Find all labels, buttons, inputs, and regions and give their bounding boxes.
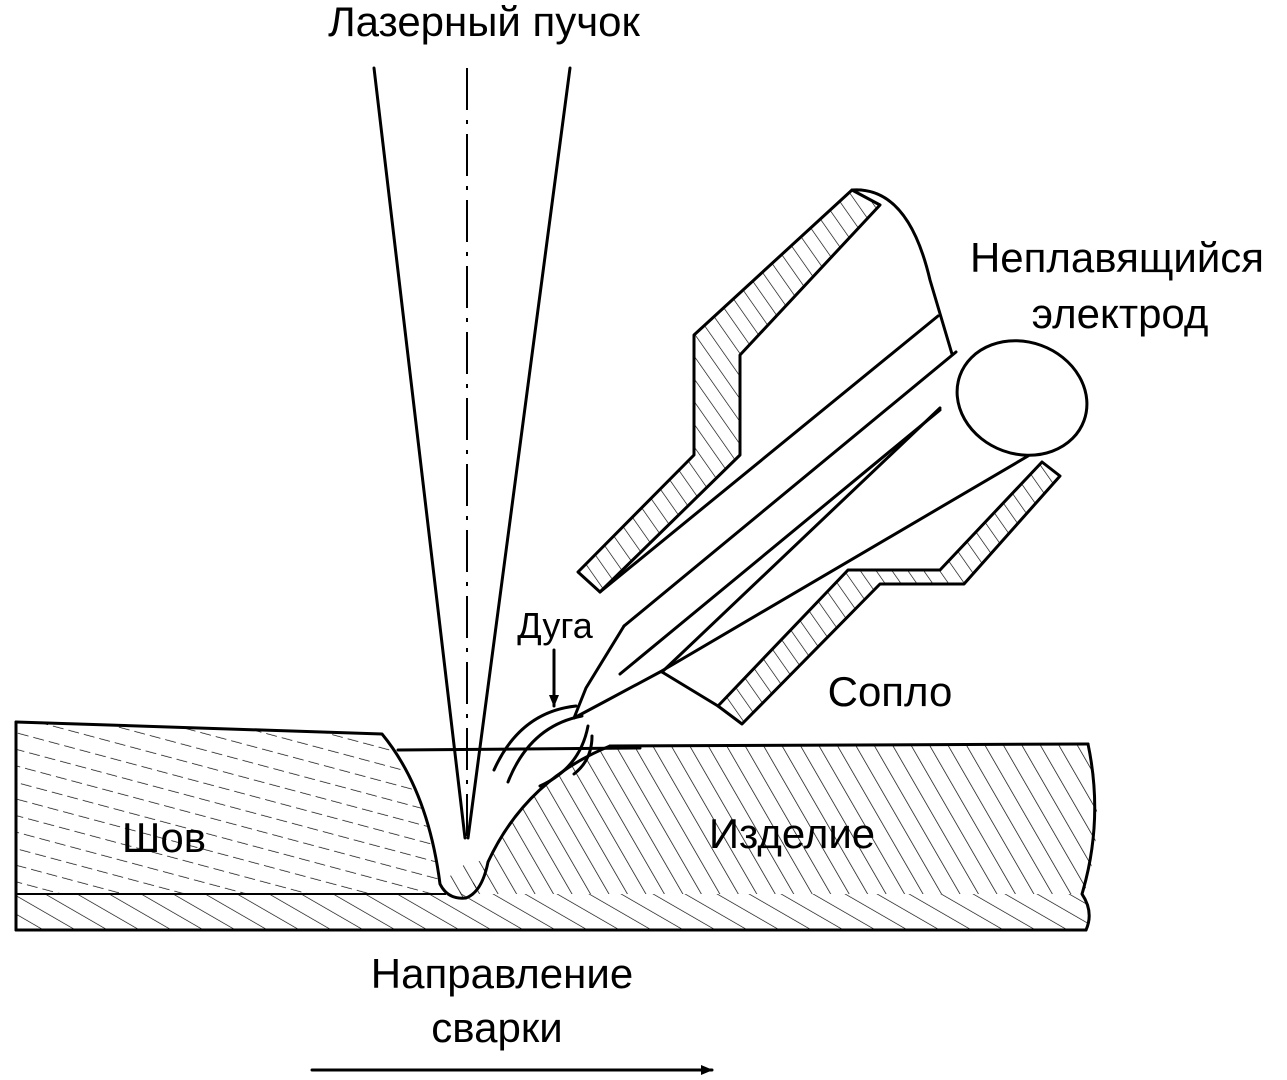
arc-line-1 xyxy=(492,704,578,772)
electrode-label-line2: электрод xyxy=(1032,290,1209,337)
laser-beam-label: Лазерный пучок xyxy=(328,0,640,45)
arc xyxy=(492,704,594,788)
nozzle-inner-line-upper xyxy=(598,314,940,594)
arc-line-3 xyxy=(538,724,590,788)
nozzle-inner-line-lower xyxy=(660,406,942,674)
electrode-center-line xyxy=(618,408,942,676)
electrode-lower-edge xyxy=(658,454,1030,674)
seam-top-edge xyxy=(14,720,612,900)
nozzle-upper-wall xyxy=(576,188,882,594)
electrode-upper-edge xyxy=(622,350,958,628)
nozzle xyxy=(576,188,1062,726)
workpiece xyxy=(14,720,1098,932)
electrode-end-face xyxy=(955,339,1089,457)
workpiece-right-edge xyxy=(1080,742,1097,932)
arc-line-4 xyxy=(572,734,594,776)
arc-label: Дуга xyxy=(517,605,594,646)
direction-label-line1: Направление xyxy=(371,950,633,997)
arc-line-2 xyxy=(506,714,584,784)
nozzle-top-curve xyxy=(850,188,954,356)
laser-beam xyxy=(372,66,572,840)
seam-label: Шов xyxy=(122,814,206,861)
nozzle-mouth-lower xyxy=(660,670,720,708)
laser-beam-right-edge xyxy=(466,66,572,840)
electrode xyxy=(572,339,1089,720)
workpiece-bottom-layer xyxy=(16,894,1089,930)
nozzle-label: Сопло xyxy=(828,668,953,715)
weld-pool-surface xyxy=(396,746,642,752)
laser-beam-left-edge xyxy=(372,66,467,840)
direction-label-line2: сварки xyxy=(431,1004,562,1051)
workpiece-top-edge xyxy=(608,742,1090,748)
workpiece-region xyxy=(446,744,1098,895)
seam-region xyxy=(16,722,446,894)
electrode-label-line1: Неплавящийся xyxy=(970,234,1264,281)
workpiece-label: Изделие xyxy=(709,810,875,857)
nozzle-lower-wall xyxy=(716,460,1062,726)
